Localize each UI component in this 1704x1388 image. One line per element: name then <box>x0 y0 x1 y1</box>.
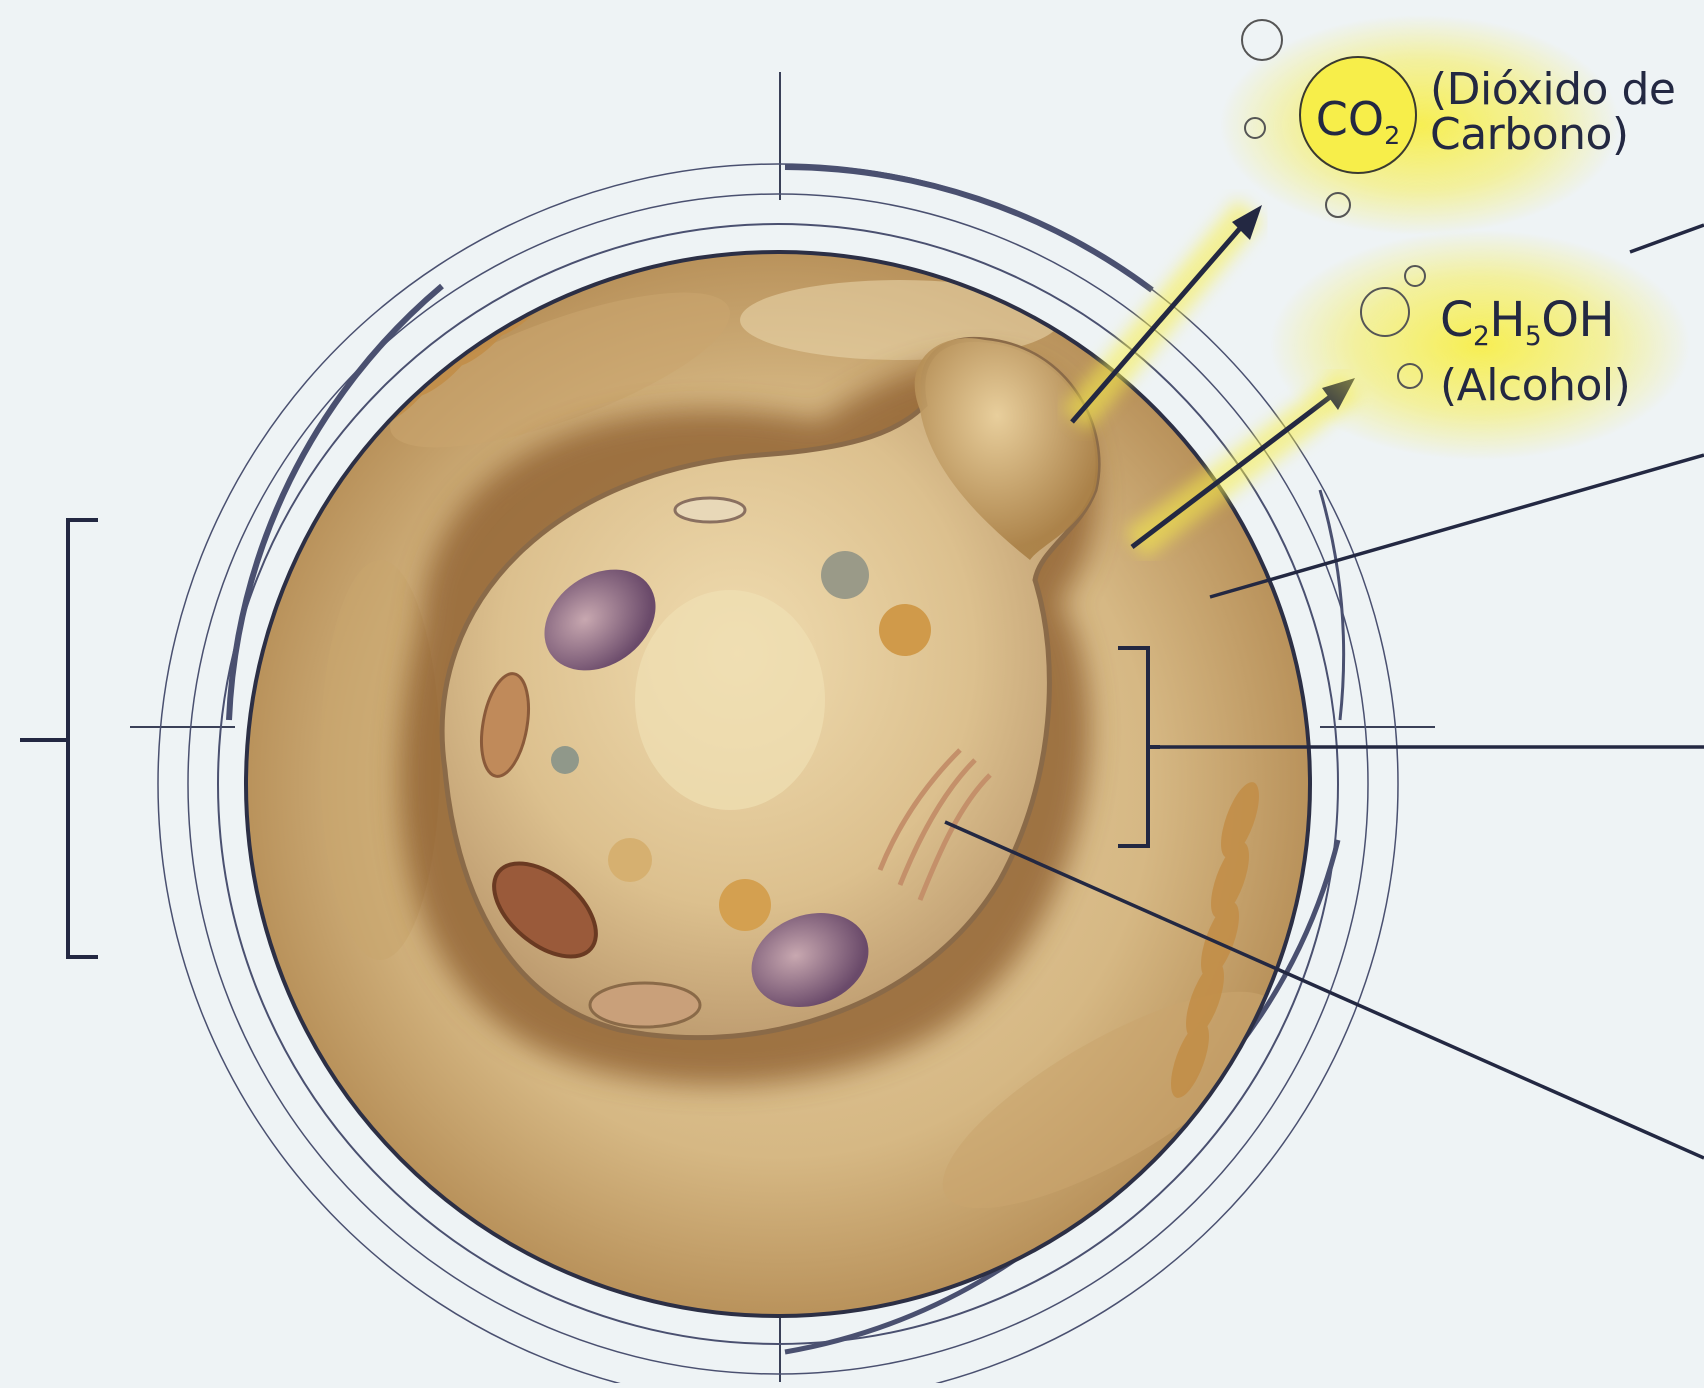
vesicle <box>551 746 579 774</box>
co2-label: (Dióxido de Carbono) <box>1430 68 1675 158</box>
co2-name-line2: Carbono) <box>1430 113 1675 158</box>
co2-formula-sub: 2 <box>1384 121 1400 150</box>
co2-formula: CO2 <box>1290 92 1426 150</box>
ethanol-formula: C2H5OH <box>1440 296 1614 351</box>
co2-name-line1: (Dióxido de <box>1430 68 1675 113</box>
ethanol-formula-oh: OH <box>1541 292 1614 348</box>
ethanol-label: (Alcohol) <box>1440 364 1630 409</box>
bubble-icon <box>1242 20 1282 60</box>
granule <box>879 604 931 656</box>
granule <box>719 879 771 931</box>
mitochondrion <box>590 983 700 1027</box>
nucleus <box>635 590 825 810</box>
granule <box>608 838 652 882</box>
co2-formula-main: CO <box>1316 92 1384 146</box>
ethanol-formula-sub1: 2 <box>1473 321 1489 352</box>
ethanol-formula-sub2: 5 <box>1525 321 1541 352</box>
ethanol-formula-h: H <box>1489 292 1525 348</box>
ethanol-formula-c: C <box>1440 292 1473 348</box>
vesicle <box>675 498 745 522</box>
vesicle <box>821 551 869 599</box>
